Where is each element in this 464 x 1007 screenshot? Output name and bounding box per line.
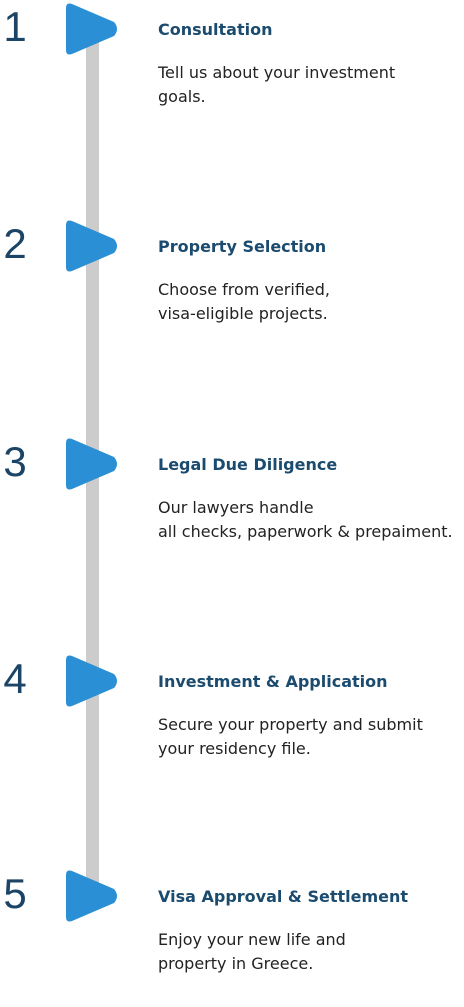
- step-description: Our lawyers handle all checks, paperwork…: [158, 496, 453, 544]
- step-description: Choose from verified, visa-eligible proj…: [158, 278, 330, 326]
- step-title: Legal Due Diligence: [158, 455, 338, 474]
- play-marker-icon: [66, 655, 117, 707]
- step-description-line: Tell us about your investment: [158, 63, 396, 82]
- step-description-line: Choose from verified,: [158, 280, 330, 299]
- step-description-line: Our lawyers handle: [158, 498, 314, 517]
- step-5: 5 Visa Approval & Settlement Enjoy your …: [0, 867, 464, 1007]
- play-marker-icon: [66, 438, 117, 490]
- step-description-line: property in Greece.: [158, 954, 314, 973]
- step-description-line: all checks, paperwork & prepaiment.: [158, 522, 453, 541]
- step-number: 2: [3, 220, 27, 267]
- step-description-line: goals.: [158, 87, 206, 106]
- step-number: 1: [3, 3, 27, 50]
- step-description-line: Enjoy your new life and: [158, 930, 346, 949]
- step-number: 5: [3, 870, 27, 917]
- step-title: Property Selection: [158, 237, 327, 256]
- step-description-line: visa-eligible projects.: [158, 304, 328, 323]
- step-description: Enjoy your new life and property in Gree…: [158, 928, 346, 976]
- play-marker-icon: [66, 220, 117, 272]
- step-title: Visa Approval & Settlement: [158, 887, 409, 906]
- step-title: Investment & Application: [158, 672, 388, 691]
- step-title: Consultation: [158, 20, 273, 39]
- step-2: 2 Property Selection Choose from verifie…: [0, 217, 464, 357]
- step-number: 3: [3, 438, 27, 485]
- step-1: 1 Consultation Tell us about your invest…: [0, 0, 464, 140]
- step-description-line: Secure your property and submit: [158, 715, 423, 734]
- play-marker-icon: [66, 870, 117, 922]
- step-description: Tell us about your investment goals.: [158, 61, 395, 109]
- step-4: 4 Investment & Application Secure your p…: [0, 652, 464, 792]
- step-description: Secure your property and submit your res…: [158, 713, 423, 761]
- step-description-line: your residency file.: [158, 739, 311, 758]
- step-3: 3 Legal Due Diligence Our lawyers handle…: [0, 435, 464, 575]
- play-marker-icon: [66, 3, 117, 55]
- step-number: 4: [3, 655, 27, 702]
